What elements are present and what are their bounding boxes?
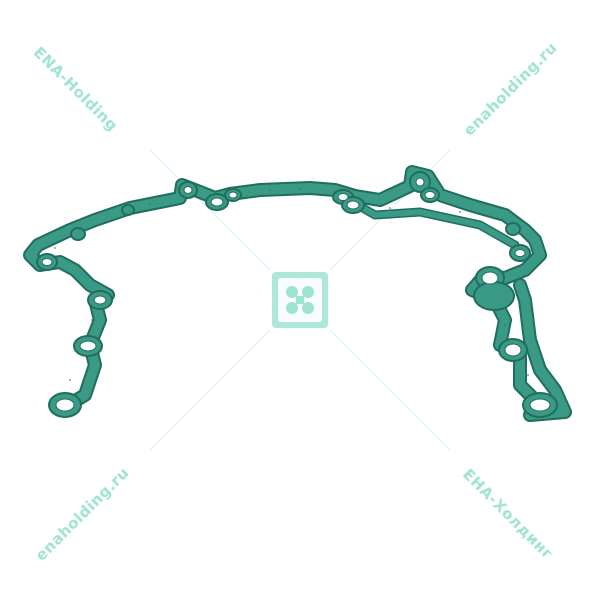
ena-logo-icon: [272, 272, 328, 328]
gasket: [23, 165, 572, 422]
product-image: ENA-Holding enaholding.ru enaholding.ru …: [23, 39, 572, 564]
